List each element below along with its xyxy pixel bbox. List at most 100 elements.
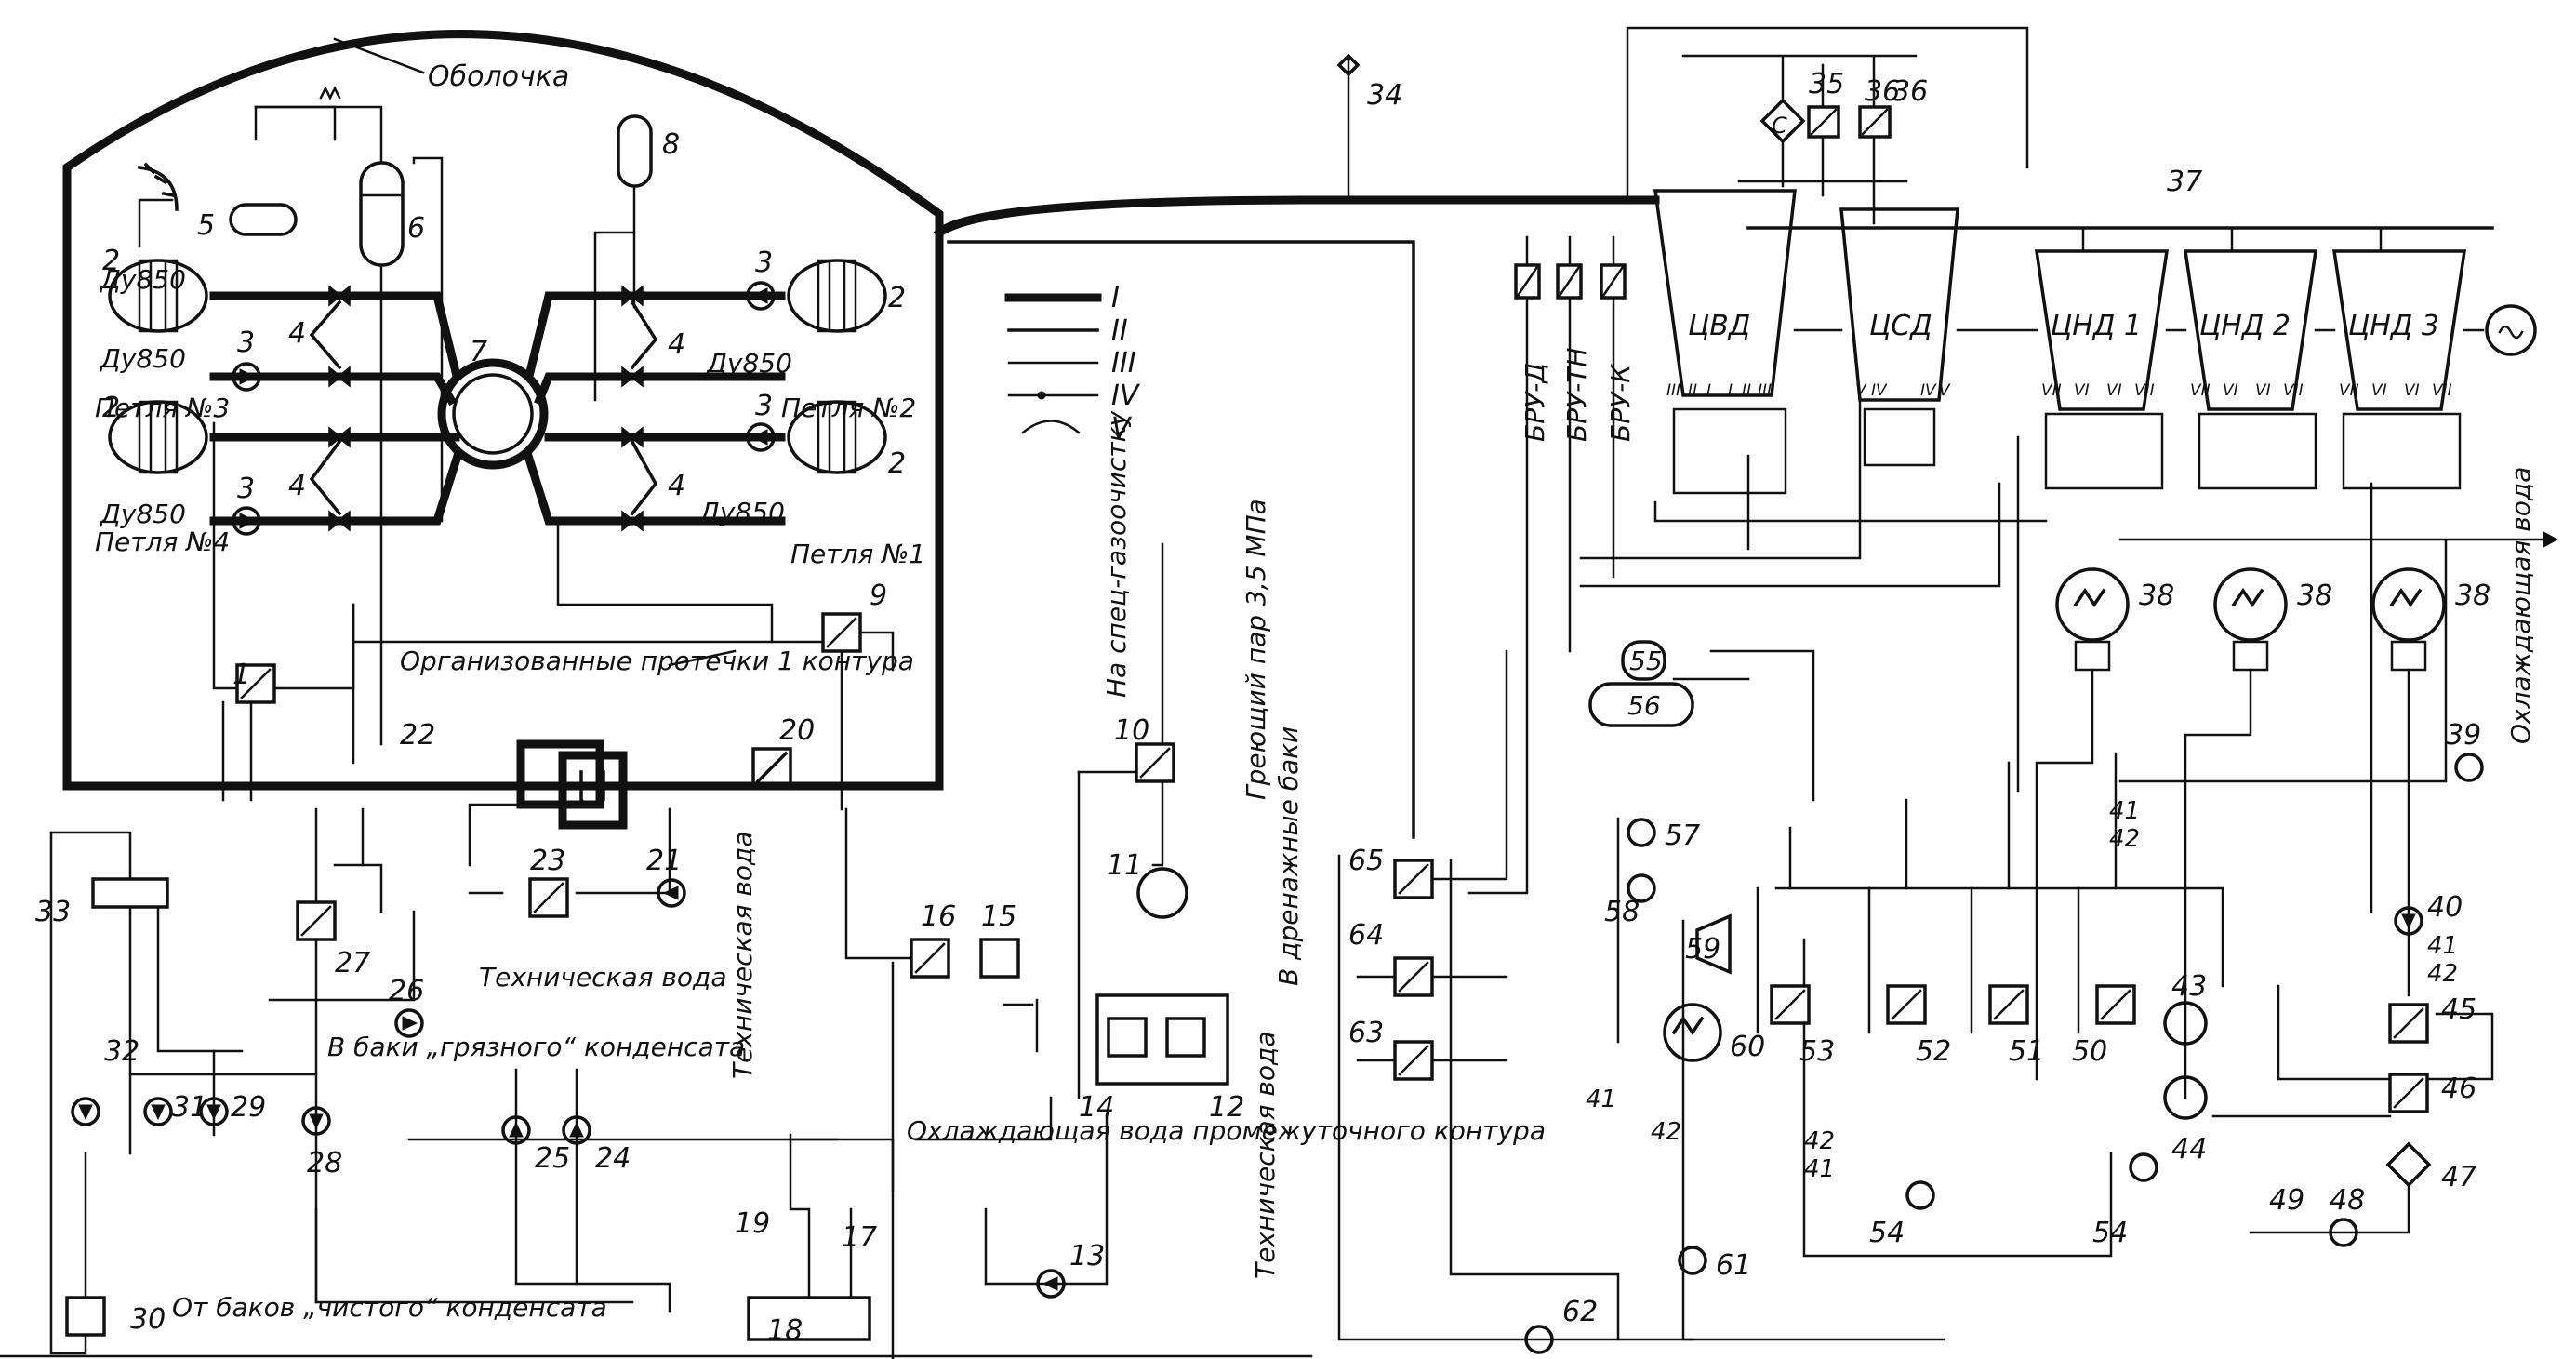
legend: I II III IV V [1004,282,1141,445]
main-steam-to-condensers [947,240,1415,839]
ext-cvd-5: III [1758,381,1772,400]
ext-cnd2-0: VII [2190,381,2211,400]
label-11: 11 [1107,849,1142,882]
label-43: 43 [2171,970,2207,1003]
label-38b: 38 [2297,580,2332,612]
ext-cnd2-3: VII [2283,381,2304,400]
tank-33 [91,877,169,909]
ext-cvd-0: III [1666,381,1680,400]
label-2c: 2 [888,282,906,314]
ext-csd-2: IV [1920,381,1937,400]
cooling-water-intermediate: Охлаждающая вода промежуточного контура [907,1115,1546,1146]
label-12: 12 [1209,1091,1244,1124]
label-10: 10 [1114,714,1149,747]
loop-1-label: Петля №1 [790,539,925,569]
ext-cnd1-3: VII [2134,381,2155,400]
pump-54a [1905,1180,1935,1210]
bru-k: БРУ-К [1605,364,1636,442]
outside-left-pumps [71,878,686,1145]
label-56: 56 [1627,690,1661,721]
label-31: 31 [172,1091,207,1124]
label-8: 8 [662,128,680,161]
label-4d: 4 [668,470,685,502]
containment-shell [62,30,944,791]
technical-water-2: Техническая вода [727,831,758,1079]
bypass-valves [1467,235,1627,895]
bubbler-tank [229,203,298,236]
label-28: 28 [307,1147,342,1179]
legend-III: III [1111,347,1136,380]
bru-d: БРУ-Д [1520,363,1550,442]
hx-14 [1107,1017,1148,1058]
label-64: 64 [1348,919,1384,952]
label-17: 17 [842,1221,877,1254]
label-51: 51 [2009,1035,2044,1068]
label-42d: 42 [1651,1118,1681,1146]
label-3b: 3 [237,473,255,505]
outside-left-piping [49,803,839,1355]
label-3d: 3 [755,390,773,422]
generator [2485,304,2537,356]
du850-c: Ду850 [99,499,186,529]
label-5: 5 [197,209,215,242]
label-54b: 54 [2092,1217,2128,1249]
label-15: 15 [981,900,1016,933]
label-39: 39 [2446,719,2481,752]
label-46: 46 [2441,1073,2476,1105]
label-60: 60 [1730,1031,1765,1063]
condensate-train [1337,668,2494,1341]
hx-12 [1165,1017,1206,1058]
label-41c: 41 [1804,1155,1835,1183]
label-62: 62 [1562,1296,1598,1328]
label-13: 13 [1069,1240,1105,1272]
label-21: 21 [646,845,682,877]
filter-30 [65,1296,106,1337]
from-clean-tanks: От баков „чистого“ конденсата [172,1292,607,1323]
legend-I: I [1111,282,1120,314]
label-50: 50 [2072,1035,2107,1068]
label-22: 22 [400,719,435,752]
hx-20 [751,747,792,788]
du850-a: Ду850 [99,264,186,295]
label-41a: 41 [2427,932,2458,960]
pump-58 [1627,873,1656,903]
label-23: 23 [530,845,565,877]
main-loops [209,291,786,526]
label-18: 18 [767,1314,803,1347]
label-49: 49 [2269,1184,2304,1217]
label-9: 9 [870,580,887,612]
leak-tank-22 [516,739,628,830]
cyl-cnd3: ЦНД 3 [2348,310,2439,342]
label-3a: 3 [237,326,255,359]
label-52: 52 [1916,1035,1951,1068]
pump-62 [1524,1325,1554,1354]
label-3c: 3 [755,246,773,279]
label-19: 19 [735,1207,770,1240]
ext-cnd3-2: VI [2404,381,2420,400]
legend-V: V [1111,412,1133,445]
loop-3-label: Петля №3 [95,393,230,423]
cyl-csd: ЦСД [1869,310,1932,342]
label-58: 58 [1604,896,1640,928]
ejector-44 [2163,1075,2208,1120]
ext-cnd2-1: VI [2223,381,2238,400]
label-57: 57 [1665,819,1700,852]
label-37: 37 [2167,166,2202,198]
ext-cnd1-1: VI [2074,381,2090,400]
lp-heaters [1756,752,2136,1034]
cooling-water: Охлаждающая вода [2505,467,2536,744]
separator-reheaters [1626,26,2494,253]
label-47: 47 [2441,1161,2476,1193]
label-48: 48 [2330,1184,2365,1217]
label-55: 55 [1629,646,1663,676]
du850-b: Ду850 [99,343,186,374]
label-14: 14 [1079,1091,1114,1124]
label-42a: 42 [2427,960,2458,988]
accumulator [617,114,653,188]
label-29: 29 [231,1091,266,1124]
label-27: 27 [335,947,370,979]
containment-label: Оболочка [428,60,569,93]
pump-61 [1678,1246,1707,1275]
label-2b: 2 [102,392,120,424]
label-41b: 41 [2109,797,2140,825]
